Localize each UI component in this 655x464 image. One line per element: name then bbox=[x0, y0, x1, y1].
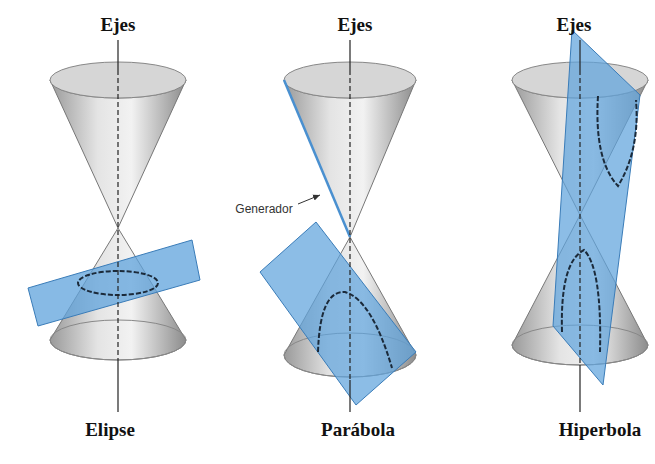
axis-label: Ejes bbox=[338, 14, 373, 36]
conic-name: Hiperbola bbox=[559, 419, 641, 441]
conic-name: Elipse bbox=[85, 419, 135, 441]
cone-parabola bbox=[260, 40, 416, 412]
conic-name: Parábola bbox=[321, 419, 395, 441]
axis-label: Ejes bbox=[101, 14, 136, 36]
cone-ellipse bbox=[28, 40, 200, 412]
generator-label: Generador bbox=[233, 202, 294, 216]
leader-line bbox=[298, 195, 320, 204]
cone-hyperbola bbox=[512, 30, 648, 412]
axis-label: Ejes bbox=[557, 14, 592, 36]
